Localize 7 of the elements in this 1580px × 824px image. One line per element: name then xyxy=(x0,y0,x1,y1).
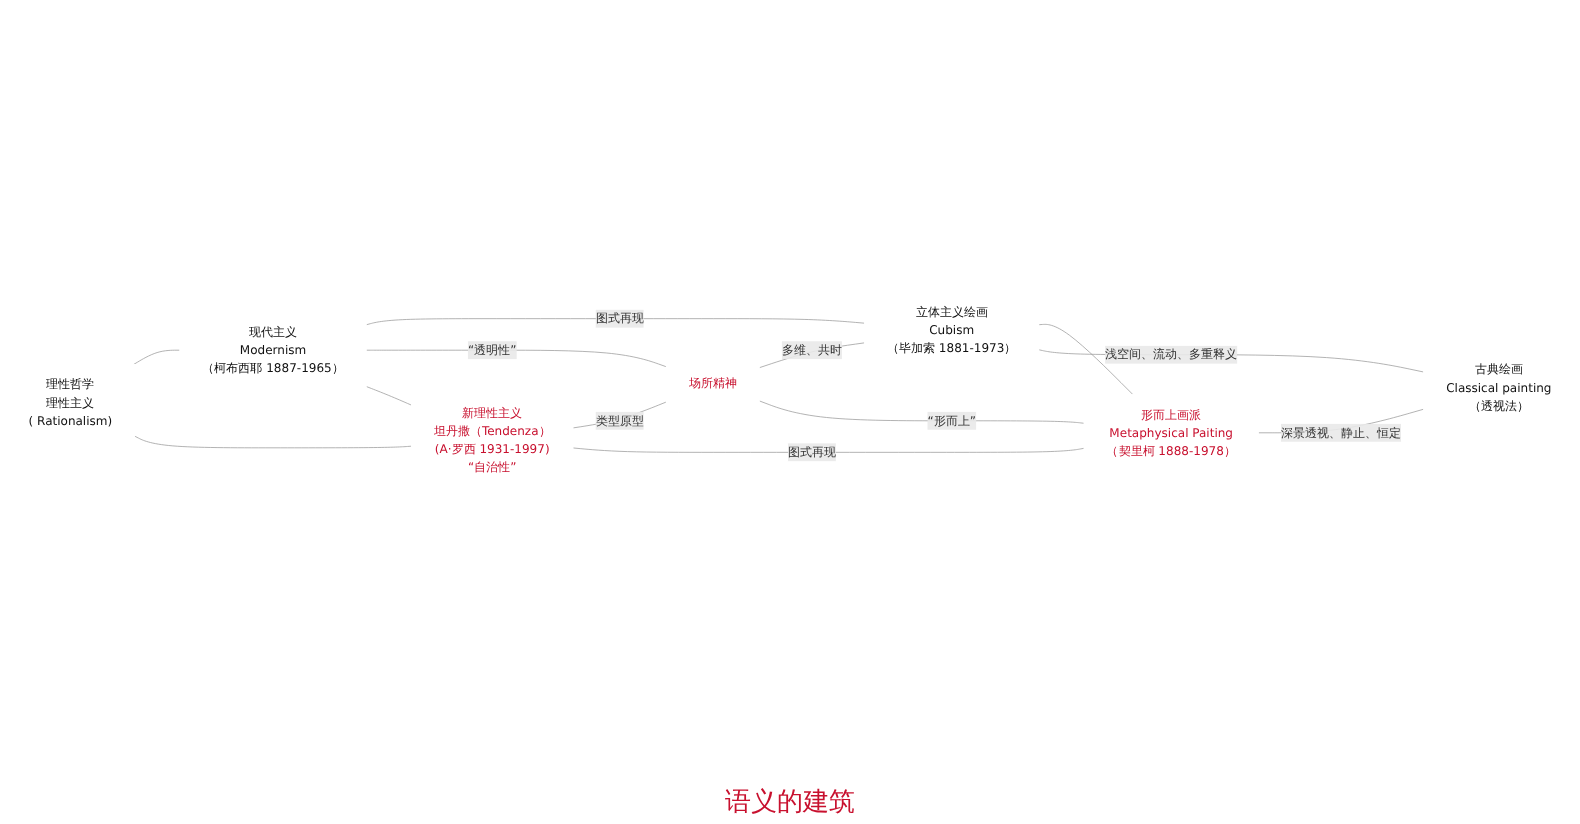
connector xyxy=(365,386,412,406)
connector xyxy=(134,435,412,449)
note-text: 语义的建筑 xyxy=(725,788,855,818)
connector xyxy=(365,318,865,326)
connector xyxy=(133,349,181,365)
connector xyxy=(1038,324,1134,395)
connector xyxy=(572,447,1085,453)
